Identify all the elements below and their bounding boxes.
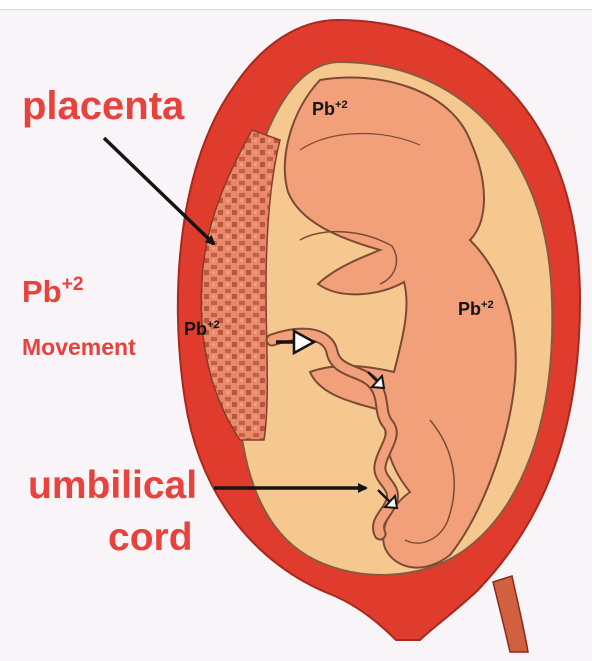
- movement-label: Movement: [22, 336, 136, 359]
- pb-body-symbol: Pb: [458, 299, 481, 319]
- pb-movement-label: Pb+2: [22, 276, 84, 307]
- pb-movement-charge: +2: [62, 274, 84, 295]
- pb-body-label: Pb+2: [458, 300, 494, 318]
- pb-head-charge: +2: [335, 99, 348, 111]
- pb-body-charge: +2: [481, 299, 494, 311]
- umbilical-label: umbilical: [28, 466, 197, 505]
- pb-placenta-symbol: Pb: [184, 319, 207, 339]
- placenta-label: placenta: [22, 86, 184, 126]
- pb-head-label: Pb+2: [312, 100, 348, 118]
- pb-placenta-charge: +2: [207, 319, 220, 331]
- pb-head-symbol: Pb: [312, 99, 335, 119]
- cord-label: cord: [108, 518, 193, 557]
- pb-placenta-label: Pb+2: [184, 320, 220, 338]
- pb-movement-symbol: Pb: [22, 274, 62, 309]
- cervix: [493, 576, 528, 652]
